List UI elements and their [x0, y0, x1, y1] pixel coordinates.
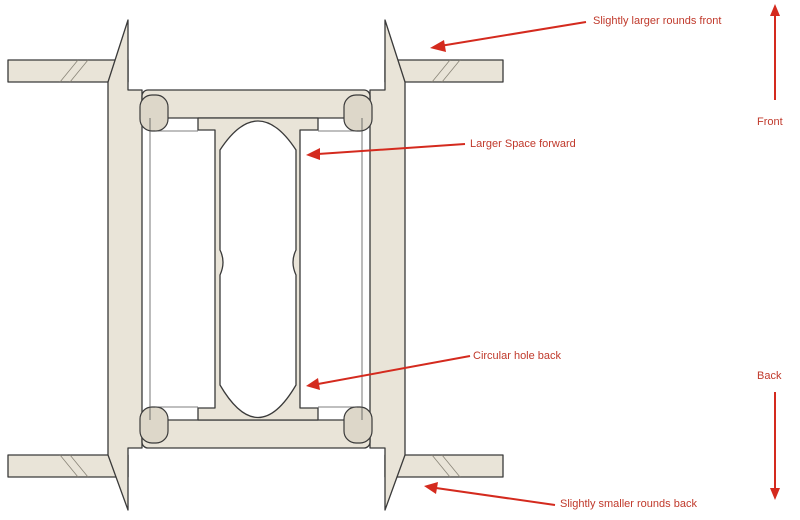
back-direction-arrow [770, 392, 780, 500]
label-rounds-back: Slightly smaller rounds back [560, 498, 697, 510]
label-hole-back: Circular hole back [473, 350, 562, 362]
label-front: Front [757, 116, 783, 128]
bottom-cross-member [141, 419, 371, 449]
left-rail [107, 19, 143, 511]
frame-inner-lines [149, 118, 363, 420]
label-rounds-front: Slightly larger rounds front [593, 15, 722, 27]
right-rail [369, 19, 406, 511]
label-space-forward: Larger Space forward [470, 138, 576, 150]
arrow-rounds-front [430, 21, 587, 52]
arrow-hole-back [306, 355, 471, 390]
top-cross-member [141, 89, 371, 119]
center-slot-hole [219, 120, 297, 419]
lug-top-right [343, 94, 373, 132]
lug-top-left [139, 94, 169, 132]
bar-hatching [59, 59, 461, 478]
arrow-space-forward [306, 143, 466, 160]
front-direction-arrow [770, 4, 780, 100]
label-back: Back [757, 370, 782, 382]
arrow-rounds-back [424, 482, 556, 506]
lug-bottom-left [139, 406, 169, 444]
lug-bottom-right [343, 406, 373, 444]
